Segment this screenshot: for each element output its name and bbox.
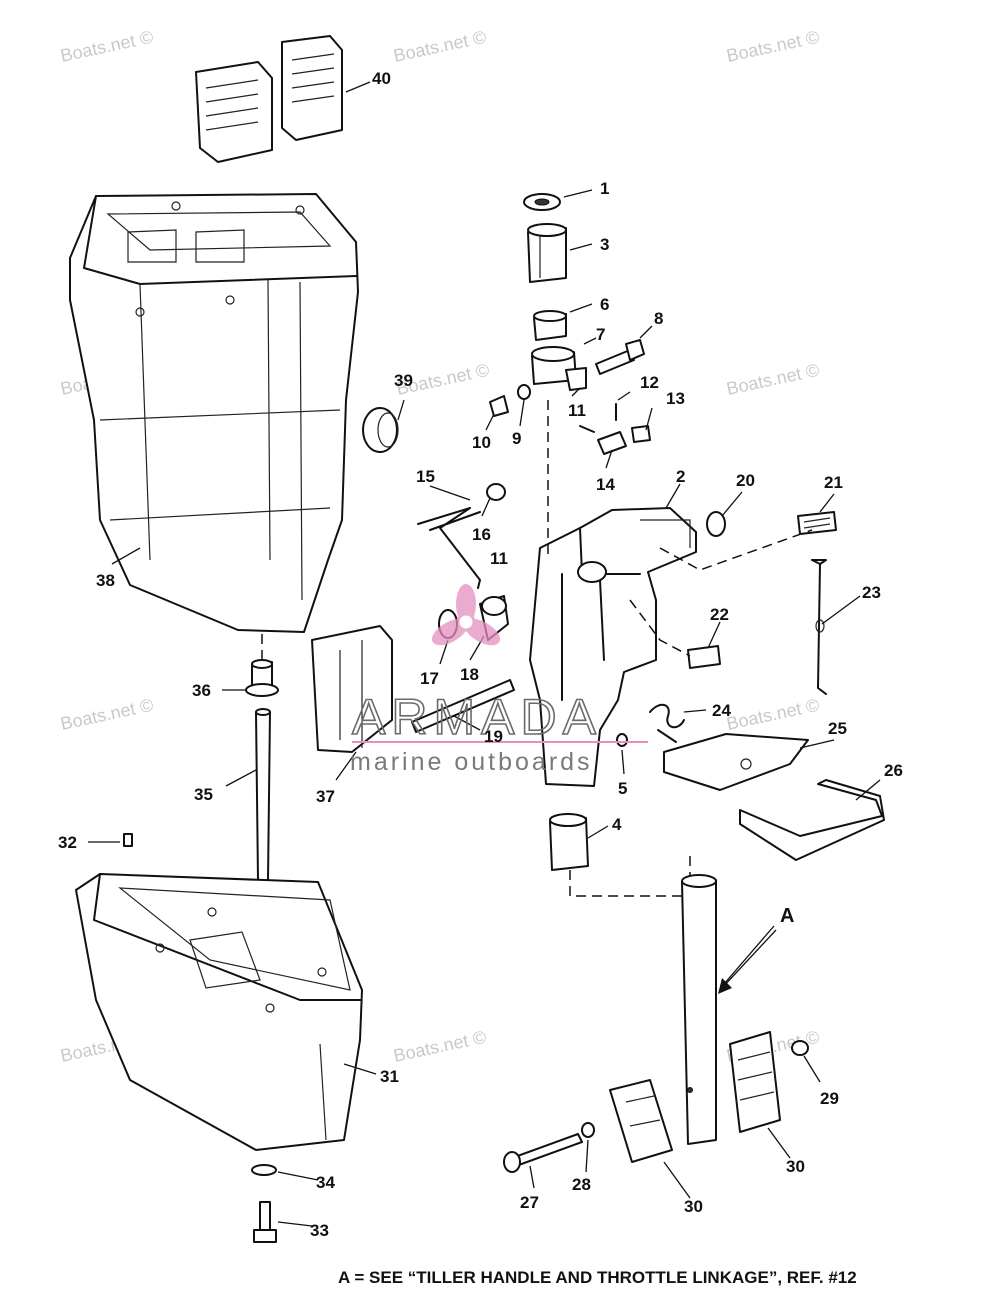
watermark: Boats.net © (392, 27, 488, 66)
part-26-lever (739, 779, 885, 861)
part-29-washer (791, 1040, 809, 1056)
callout-4: 4 (612, 815, 622, 834)
armada-logo: ARMADA marine outboards (350, 584, 648, 776)
part-34-seal (251, 1164, 277, 1176)
part-36-grommet (245, 659, 279, 697)
brand-tagline: marine outboards (350, 748, 593, 776)
watermark: Boats.net © (725, 360, 821, 399)
callout-37: 37 (316, 787, 335, 806)
callout-35: 35 (194, 785, 213, 804)
part-19-rod (411, 679, 515, 733)
part-4-bushing (549, 813, 589, 871)
part-1-washer (523, 193, 561, 211)
part-33-screw (253, 1201, 277, 1243)
brand-name: ARMADA (352, 689, 602, 745)
callout-23: 23 (862, 583, 881, 602)
callout-1: 1 (600, 179, 609, 198)
callout-31: 31 (380, 1067, 399, 1086)
callout-30b: 30 (684, 1197, 703, 1216)
callout-11b: 11 (490, 549, 508, 568)
callout-33: 33 (310, 1221, 329, 1240)
callout-27: 27 (520, 1193, 539, 1212)
callout-39: 39 (394, 371, 413, 390)
callout-19: 19 (484, 727, 503, 746)
callout-18: 18 (460, 665, 479, 684)
part-5-screw (616, 733, 628, 747)
parts-12-13-14 (579, 403, 651, 455)
callout-29: 29 (820, 1089, 839, 1108)
callout-36: 36 (192, 681, 211, 700)
watermark: Boats.net © (59, 27, 155, 66)
watermark: Boats.net © (392, 1027, 488, 1066)
part-31-lower-housing (75, 873, 363, 1151)
part-23-spring (811, 559, 827, 695)
callout-13: 13 (666, 389, 685, 408)
part-2-swivel-bracket (529, 400, 697, 787)
callout-8: 8 (654, 309, 663, 328)
leader-dash (569, 850, 691, 897)
part-37-bracket (311, 625, 393, 753)
leader-lines (88, 81, 881, 1227)
watermark: Boats.net © (59, 695, 155, 734)
part-35-water-tube (255, 708, 271, 881)
parts-9-10-washers (489, 384, 531, 417)
part-8-bolt (595, 339, 645, 375)
callout-40: 40 (372, 69, 391, 88)
part-40-covers (195, 35, 343, 163)
footnote: A = SEE “TILLER HANDLE AND THROTTLE LINK… (338, 1268, 857, 1287)
part-15-rod (417, 507, 481, 589)
callout-15: 15 (416, 467, 435, 486)
callout-6: 6 (600, 295, 609, 314)
callout-30: 30 (786, 1157, 805, 1176)
callout-3: 3 (600, 235, 609, 254)
callout-20: 20 (736, 471, 755, 490)
callout-11: 11 (568, 401, 586, 420)
part-28-washer (581, 1122, 595, 1138)
part-30-clamp-left (609, 1079, 673, 1163)
part-30-clamp-right (729, 1031, 781, 1133)
callout-10: 10 (472, 433, 491, 452)
part-6-bushing (533, 310, 567, 341)
part-38-driveshaft-housing (69, 193, 359, 633)
callout-26: 26 (884, 761, 903, 780)
callout-34: 34 (316, 1173, 335, 1192)
part-7-clamp (531, 346, 587, 391)
part-3-bushing (527, 223, 567, 283)
tiller-tube (681, 874, 717, 1145)
callout-7: 7 (596, 325, 605, 344)
callout-9: 9 (512, 429, 521, 448)
callout-14: 14 (596, 475, 615, 494)
part-18-friction-block (479, 595, 509, 641)
arrow-A (718, 929, 777, 994)
part-labels: 1 3 6 7 8 39 10 9 11 12 13 14 15 16 2 20… (58, 69, 903, 1240)
part-16-bushing (486, 483, 506, 501)
part-27-bolt (503, 1133, 583, 1173)
callout-17: 17 (420, 669, 439, 688)
part-39-plug (362, 407, 399, 453)
watermark: Boats.net © (725, 695, 821, 734)
callout-5: 5 (618, 779, 627, 798)
callout-12: 12 (640, 373, 659, 392)
part-24-spring (649, 703, 685, 743)
callout-25: 25 (828, 719, 847, 738)
callout-21: 21 (824, 473, 843, 492)
callout-22: 22 (710, 605, 729, 624)
part-32-pin (123, 833, 133, 847)
callout-16: 16 (472, 525, 491, 544)
callout-A: A (780, 905, 794, 927)
callout-28: 28 (572, 1175, 591, 1194)
callout-32: 32 (58, 833, 77, 852)
leader-dash (629, 599, 691, 657)
watermark: Boats.net © (725, 27, 821, 66)
callout-2: 2 (676, 467, 685, 486)
part-22-decal (687, 645, 721, 669)
part-21-decal (797, 511, 837, 535)
callout-38: 38 (96, 571, 115, 590)
part-25-plate (663, 733, 809, 791)
callout-24: 24 (712, 701, 731, 720)
part-20-washer (706, 511, 726, 537)
